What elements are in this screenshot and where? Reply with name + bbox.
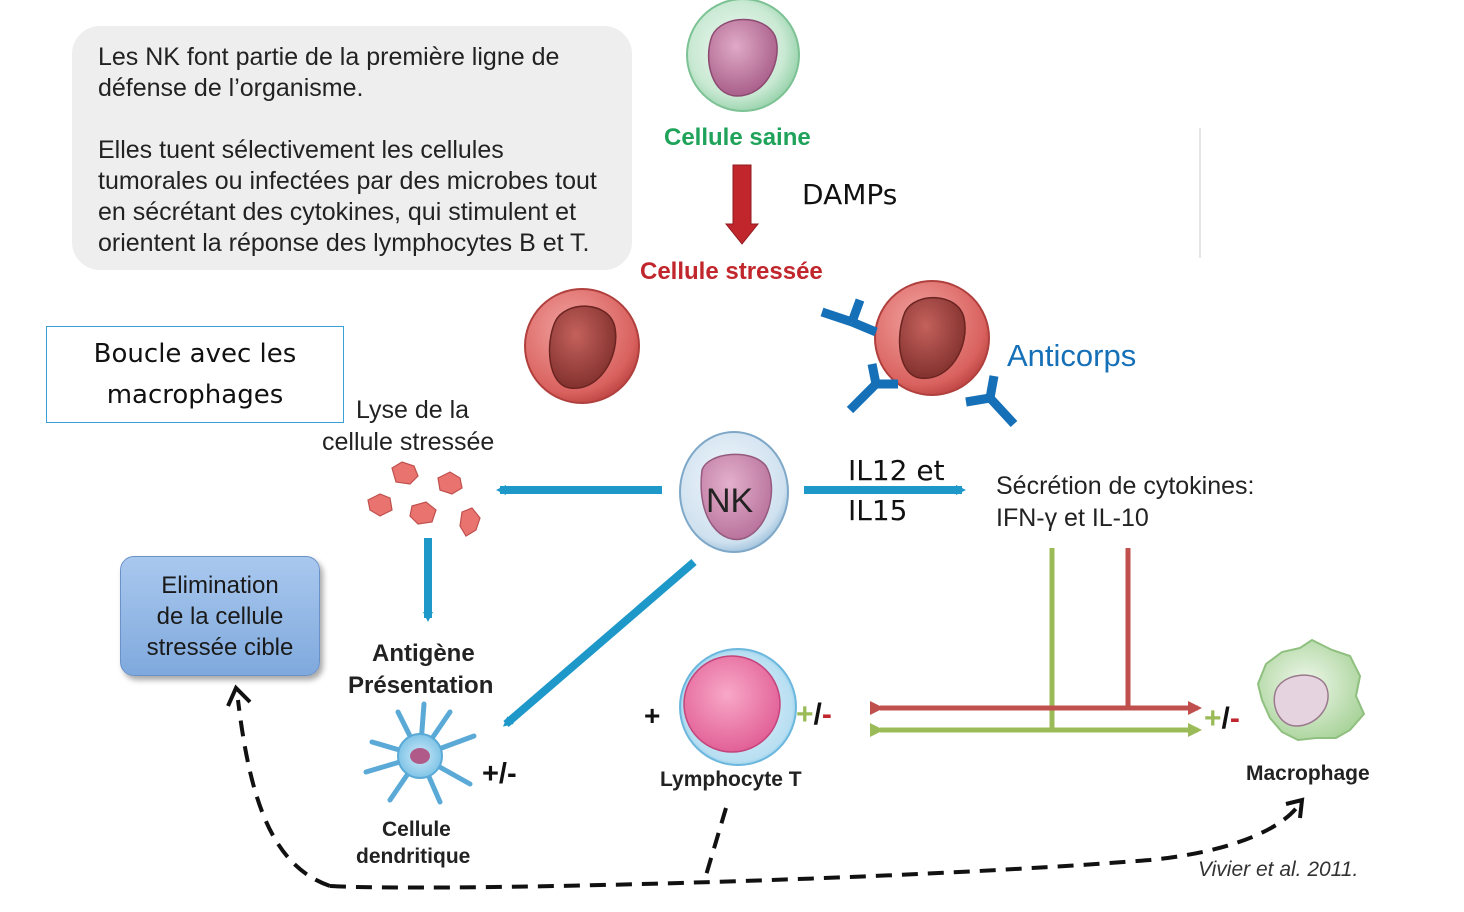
stressed-cell-right [874, 280, 990, 396]
dashed-loop-arrow [329, 804, 1300, 890]
label-macro-effect: +/- [1204, 702, 1240, 736]
label-citation: Vivier et al. 2011. [1198, 858, 1359, 881]
label-antigen-line-2: Présentation [348, 672, 494, 699]
label-dendritic-effect: +/- [482, 758, 517, 790]
info-paragraph-2: Elles tuent sélectivement les cellules t… [98, 136, 597, 257]
label-lysis-line-2: cellule stressée [322, 428, 495, 456]
t-effect-slash: / [813, 698, 822, 731]
label-t-plus: + [644, 700, 661, 731]
loop-macrophages-box: Boucle avec les macrophages [46, 326, 344, 423]
label-dendritic-line-2: dendritique [356, 845, 471, 868]
label-antibody: Anticorps [1007, 338, 1137, 373]
label-secretion-line-2: IFN-γ et IL-10 [996, 504, 1149, 532]
macro-effect-slash: / [1221, 702, 1230, 735]
macro-effect-plus: + [1204, 702, 1222, 735]
label-il-line-1: IL12 et [848, 454, 945, 487]
label-lymphocyte: Lymphocyte T [660, 768, 802, 791]
elimination-line-1: Elimination [161, 571, 279, 599]
stressed-cell-left [524, 288, 640, 404]
antibody-icon [820, 298, 1018, 428]
elimination-line-3: stressée cible [146, 633, 294, 661]
loop-box-line-1: Boucle avec les [93, 338, 297, 369]
macrophage-cell [1256, 638, 1366, 742]
label-lysis-line-1: Lyse de la [356, 396, 470, 424]
nk-cell [679, 431, 789, 553]
healthy-cell [686, 0, 800, 112]
arrow-nk-to-dendritic [502, 558, 697, 728]
damps-arrow [724, 164, 760, 245]
arrowhead-to-macrophage [1285, 797, 1305, 819]
label-stressed-cell: Cellule stressée [640, 258, 823, 285]
label-dendritic-line-1: Cellule [382, 818, 451, 841]
t-effect-minus: - [821, 698, 832, 731]
label-il-line-2: IL15 [848, 494, 908, 527]
lymphocyte-t-cell [679, 648, 797, 766]
label-nk: NK [706, 482, 754, 520]
arrowhead-to-elimination [226, 684, 252, 707]
loop-box-line-2: macrophages [106, 379, 284, 410]
info-paragraph-1: Les NK font partie de la première ligne … [98, 43, 560, 102]
elimination-box: Elimination de la cellule stressée cible [120, 556, 320, 676]
macro-effect-minus: - [1229, 702, 1240, 735]
dendritic-cell [363, 701, 477, 805]
elimination-line-2: de la cellule [156, 602, 284, 630]
dashed-left-arrow [236, 699, 331, 888]
label-healthy-cell: Cellule saine [664, 124, 811, 151]
t-effect-plus: + [796, 698, 814, 731]
info-text-box: Les NK font partie de la première ligne … [72, 26, 632, 270]
label-macrophage: Macrophage [1246, 762, 1370, 785]
label-damps: DAMPs [802, 178, 898, 211]
lysed-cell-fragments [367, 461, 481, 537]
label-antigen-line-1: Antigène [372, 640, 475, 667]
label-secretion-line-1: Sécrétion de cytokines: [996, 472, 1255, 500]
label-t-effect: +/- [796, 698, 832, 732]
